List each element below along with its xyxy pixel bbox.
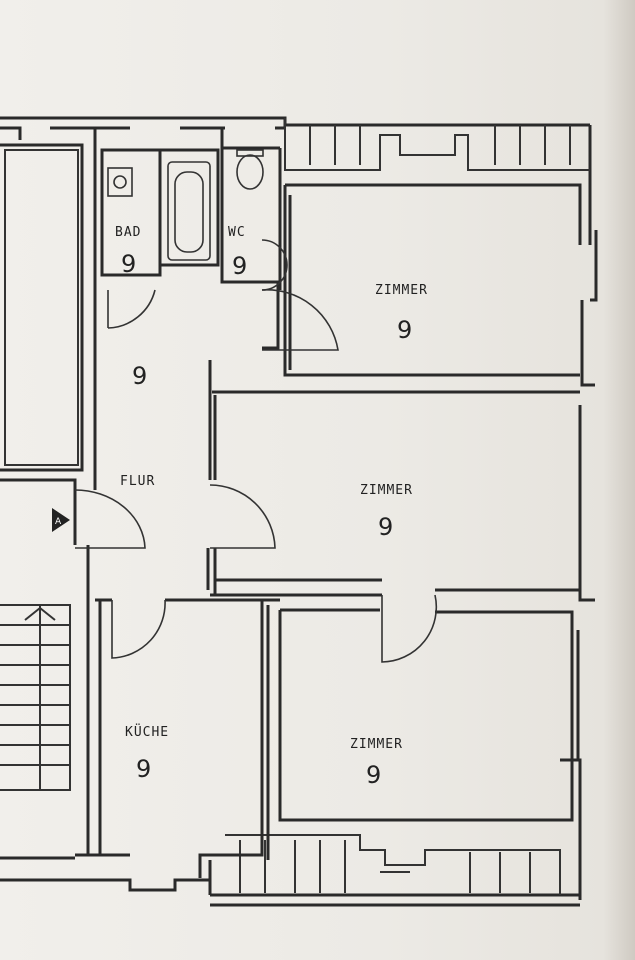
- bathroom-block: [93, 128, 282, 325]
- staircase: [0, 604, 71, 791]
- door-kueche[interactable]: [111, 599, 166, 659]
- room-kueche[interactable]: KÜCHE 9: [125, 723, 169, 783]
- room-kueche-label: KÜCHE: [125, 723, 169, 740]
- balcony-bottom: [225, 834, 561, 895]
- toilet-tank-icon: [236, 149, 264, 157]
- bathtub-inner-icon: [174, 171, 204, 253]
- doors: [74, 239, 438, 663]
- room-bad[interactable]: BAD 9: [115, 225, 141, 278]
- room-bad-number: 9: [121, 250, 136, 278]
- room-zimmer-3[interactable]: ZIMMER 9: [350, 737, 403, 789]
- room-zimmer-3-number: 9: [366, 761, 381, 789]
- door-bad[interactable]: [107, 289, 156, 329]
- door-zimmer2[interactable]: [209, 484, 276, 549]
- room-kueche-number: 9: [136, 755, 151, 783]
- room-wc-label: WC: [228, 225, 246, 240]
- room-zimmer-2-number: 9: [378, 513, 393, 541]
- room-wc-number: 9: [232, 252, 247, 280]
- room-zimmer-1[interactable]: ZIMMER 9: [375, 283, 428, 344]
- exterior-walls: [0, 116, 598, 907]
- neighbor-unit-left: [0, 143, 84, 545]
- fixtures: [107, 149, 264, 261]
- door-zimmer1[interactable]: [261, 289, 339, 351]
- room-zimmer-2-label: ZIMMER: [360, 483, 413, 498]
- balcony-top: [284, 118, 590, 171]
- room-wc[interactable]: WC 9: [228, 225, 247, 280]
- sink-basin-icon: [113, 175, 127, 189]
- bathtub-icon: [167, 161, 211, 261]
- door-entrance[interactable]: [74, 489, 146, 549]
- toilet-icon: [236, 154, 264, 190]
- room-zimmer-3-label: ZIMMER: [350, 737, 403, 752]
- entrance-arrow-icon: A: [52, 508, 70, 532]
- room-bad-label: BAD: [115, 225, 141, 240]
- sink-icon: [107, 167, 133, 197]
- svg-text:A: A: [55, 517, 62, 527]
- room-flur-upper-number: 9: [132, 362, 147, 390]
- room-flur[interactable]: FLUR: [120, 474, 155, 489]
- room-flur-label: FLUR: [120, 474, 155, 489]
- door-zimmer3[interactable]: [381, 594, 438, 663]
- room-zimmer-2[interactable]: ZIMMER 9: [360, 483, 413, 541]
- room-flur-upper[interactable]: 9: [132, 362, 147, 390]
- interior-walls: [75, 183, 582, 878]
- door-wc[interactable]: [261, 239, 288, 291]
- room-zimmer-1-number: 9: [397, 316, 412, 344]
- room-zimmer-1-label: ZIMMER: [375, 283, 428, 298]
